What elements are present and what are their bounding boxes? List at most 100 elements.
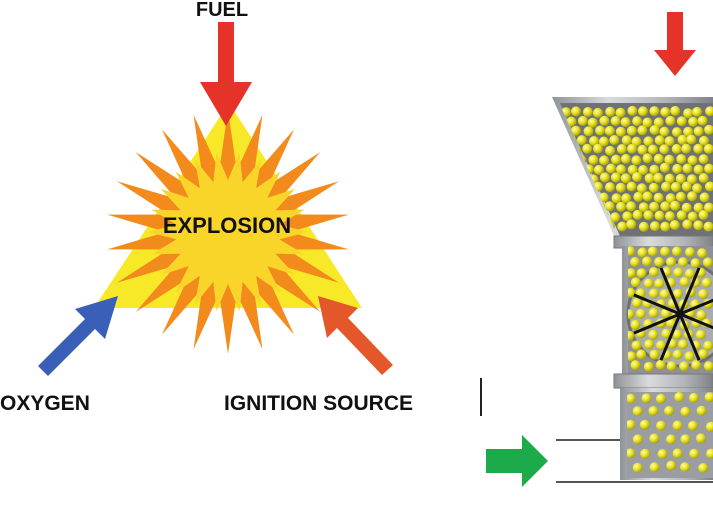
fuel-label: FUEL [196,0,248,21]
pellet [684,351,695,362]
pellet [699,135,709,146]
rotor-spokes [633,267,713,361]
pellet [664,173,675,184]
pellet [653,172,664,183]
pellet [669,220,680,230]
pellet [703,361,713,372]
pellet [703,340,713,351]
pellet [698,349,709,359]
pellet [659,162,670,173]
pellet [636,268,647,279]
pellet [561,181,572,192]
pellet [684,268,695,279]
pellet [695,433,706,444]
pellet [664,136,675,147]
pellet [630,257,640,267]
pellet [561,145,572,156]
rotor-spoke [659,267,682,315]
pellet [704,392,713,403]
pellet [615,182,626,193]
rotor-spoke [678,313,701,361]
pellet [679,361,690,372]
pellet [666,318,677,328]
pellet [610,116,621,126]
pellet [702,257,713,268]
pellet [604,125,615,136]
pellet [677,134,688,145]
pellet [678,257,688,268]
pellet [631,340,642,351]
pellet [595,125,606,136]
ignition-arrow-icon [318,296,393,375]
pellet [627,105,638,116]
pellet [673,267,684,278]
pellet [640,448,651,459]
pellet [672,329,683,340]
pellet [672,163,683,174]
pellet [672,288,683,299]
pellet [674,392,685,402]
pellet [632,462,643,473]
pellet [620,117,631,128]
pellet [566,154,577,165]
pellet [670,105,681,116]
pellet [654,135,665,146]
pellet [566,210,577,220]
pellet [664,405,675,416]
pellet [693,202,704,213]
pellet [703,143,713,154]
pellet [627,448,636,459]
pellet [648,182,659,193]
pellet [686,134,697,145]
pellet [671,143,682,154]
pellet [688,392,699,403]
pellet [617,221,628,232]
outlet-pellets [627,392,713,473]
pellet [631,155,642,166]
pellet [693,220,704,231]
pellet [609,135,620,145]
pellet [699,192,710,203]
feed-arrow-icon [654,12,696,76]
pellet [656,340,666,351]
pellet [627,419,636,430]
pellet [566,191,577,202]
pellet [659,144,670,155]
pellet [671,246,682,257]
pellet [605,182,615,193]
pellet [605,145,616,156]
pellet [589,136,599,146]
rotor-spoke [633,293,681,316]
pellet [630,360,641,371]
pellet [632,116,643,127]
pellet [598,136,609,147]
pellet [672,448,683,459]
pellet [660,107,671,117]
pellet [687,174,697,185]
pellet [704,124,713,135]
pellet [647,246,658,257]
pellet [687,191,698,202]
pellet [643,361,654,372]
pellet [681,181,692,192]
pellet [631,136,642,147]
pellet [622,211,633,222]
pellet [571,182,582,193]
pellet [632,406,643,417]
pellet [559,220,570,231]
pellet [610,212,621,223]
pellet [627,143,637,154]
pellet [626,125,637,136]
pellet [642,153,653,164]
pellet [582,202,593,213]
pellet [672,349,683,360]
pellet [643,136,654,147]
pellet [697,248,708,259]
pellet [628,330,635,341]
rotor-spoke [659,313,682,361]
pellet [632,209,643,220]
pellet [675,173,686,184]
pellet [649,125,660,135]
pellet [587,210,598,221]
